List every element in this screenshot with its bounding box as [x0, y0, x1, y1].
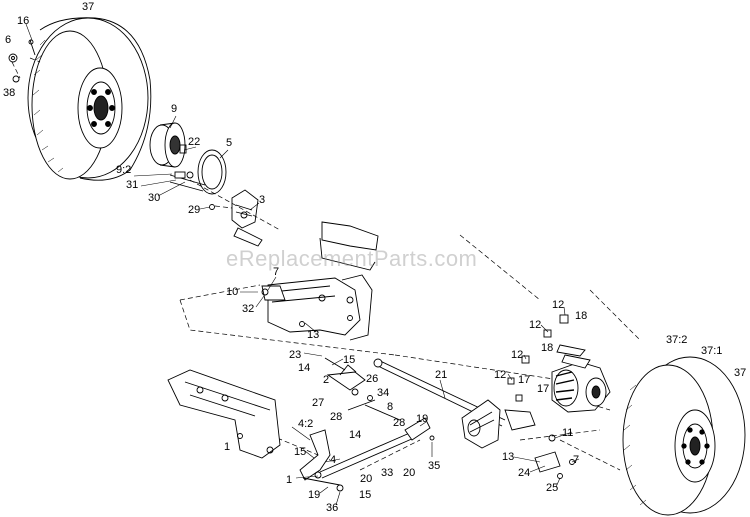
callout-label-14: 14 [349, 429, 362, 441]
leader-lines [11, 57, 641, 471]
right-wheel [622, 356, 746, 516]
callout-label-18: 18 [541, 342, 554, 354]
callout-label-18: 18 [575, 310, 588, 322]
brake-bracket [209, 189, 263, 247]
valve-stem-16 [28, 39, 36, 56]
callout-label-28: 28 [330, 411, 343, 423]
lower-frame [167, 369, 281, 459]
rear-left-wheel [27, 17, 152, 181]
callout-label-35: 35 [428, 460, 441, 472]
callout-label-34: 34 [377, 387, 390, 399]
center-frame [261, 221, 379, 341]
callout-label-3: 3 [259, 194, 266, 206]
fittings-12-18 [507, 314, 569, 402]
callout-label-1: 1 [286, 474, 293, 486]
callout-label-15: 15 [359, 489, 372, 501]
callout-label-37: 37 [734, 367, 747, 379]
hub-bolts [534, 434, 575, 479]
callout-label-13: 13 [502, 451, 515, 463]
pins-30-31 [174, 171, 194, 179]
callout-label-37: 37 [82, 1, 95, 13]
callout-label-15: 15 [343, 354, 356, 366]
pedal-linkage [299, 417, 435, 492]
callout-label-8: 8 [387, 401, 394, 413]
callout-label-24: 24 [518, 467, 531, 479]
callout-label-10: 10 [226, 286, 239, 298]
callout-label-23: 23 [289, 349, 302, 361]
wheel-motor [551, 344, 611, 413]
lug-nut-6 [8, 53, 18, 63]
callout-label-12: 12 [494, 369, 507, 381]
callout-label-16: 16 [17, 15, 30, 27]
callout-label-31: 31 [126, 179, 139, 191]
callout-label-7: 7 [573, 454, 580, 466]
callout-label-26: 26 [366, 373, 379, 385]
callout-label-37-1: 37:1 [701, 345, 723, 357]
callout-label-5: 5 [226, 137, 233, 149]
callout-label-12: 12 [552, 299, 565, 311]
callout-label-17: 17 [537, 383, 550, 395]
callout-label-33: 33 [381, 467, 394, 479]
callout-label-22: 22 [188, 136, 201, 148]
callout-label-38: 38 [3, 87, 16, 99]
brake-drum [149, 122, 186, 168]
callout-label-9: 9 [171, 103, 178, 115]
callout-label-20: 20 [360, 473, 373, 485]
linkage-assembly [324, 357, 401, 421]
callout-label-9-2: 9:2 [116, 164, 132, 176]
brake-band [169, 149, 227, 195]
callout-label-11: 11 [562, 427, 574, 439]
callout-label-20: 20 [403, 467, 416, 479]
callout-label-4: 4 [330, 454, 337, 466]
callout-label-1: 1 [224, 441, 231, 453]
callout-label-37-2: 37:2 [666, 334, 688, 346]
callout-label-12: 12 [511, 349, 524, 361]
callout-label-25: 25 [546, 482, 559, 494]
callout-label-2: 2 [323, 374, 330, 386]
callout-label-32: 32 [242, 303, 255, 315]
callout-label-19: 19 [416, 413, 429, 425]
callout-label-27: 27 [312, 397, 325, 409]
callout-label-7: 7 [273, 266, 280, 278]
callout-label-17: 17 [518, 374, 531, 386]
callout-label-14: 14 [298, 362, 311, 374]
callout-label-36: 36 [326, 502, 339, 514]
callout-label-29: 29 [188, 204, 201, 216]
callout-label-13: 13 [307, 329, 320, 341]
callout-label-4-2: 4:2 [298, 418, 314, 430]
callout-label-15: 15 [294, 446, 307, 458]
watermark: eReplacementParts.com [226, 246, 478, 271]
callout-label-12: 12 [529, 319, 542, 331]
callout-leaders [25, 23, 580, 506]
callout-label-28: 28 [393, 417, 406, 429]
callout-label-30: 30 [148, 192, 161, 204]
callout-label-6: 6 [5, 34, 12, 46]
callout-label-19: 19 [308, 489, 321, 501]
bolt-38 [12, 75, 20, 83]
right-axle-bracket [461, 399, 536, 449]
callout-label-21: 21 [435, 369, 448, 381]
brake-pin-22 [179, 144, 187, 154]
